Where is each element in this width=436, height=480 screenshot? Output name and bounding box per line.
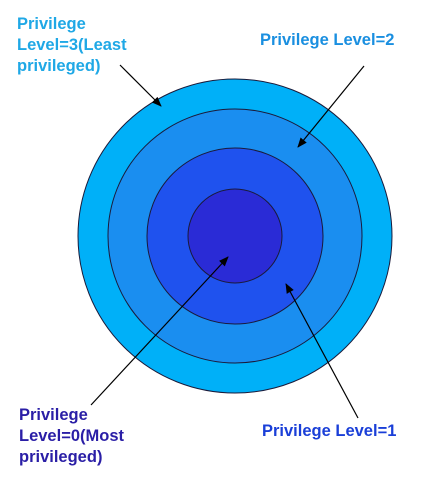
arrow-level-0 bbox=[90, 256, 229, 406]
label-level-2: Privilege Level=2 bbox=[260, 30, 394, 51]
label-level-3-line-2: Level=3(Least bbox=[17, 36, 127, 54]
label-level-3-line-3: privileged) bbox=[17, 57, 101, 75]
label-level-3-line-1: Privilege bbox=[17, 15, 86, 33]
label-level-2-line-1: Privilege Level=2 bbox=[260, 31, 395, 49]
label-level-0-line-2: Level=0(Most bbox=[19, 427, 124, 445]
arrow-level-2 bbox=[297, 65, 365, 148]
label-level-0: Privilege Level=0(Most privileged) bbox=[19, 405, 124, 468]
arrow-level-3 bbox=[119, 64, 162, 107]
label-level-0-line-1: Privilege bbox=[19, 406, 88, 424]
label-level-1: Privilege Level=1 bbox=[262, 421, 396, 442]
label-level-0-line-3: privileged) bbox=[19, 448, 103, 466]
label-level-1-line-1: Privilege Level=1 bbox=[262, 422, 397, 440]
label-level-3: Privilege Level=3(Least privileged) bbox=[17, 14, 127, 77]
ring-level-0 bbox=[187, 188, 283, 284]
arrow-level-1 bbox=[285, 283, 359, 419]
